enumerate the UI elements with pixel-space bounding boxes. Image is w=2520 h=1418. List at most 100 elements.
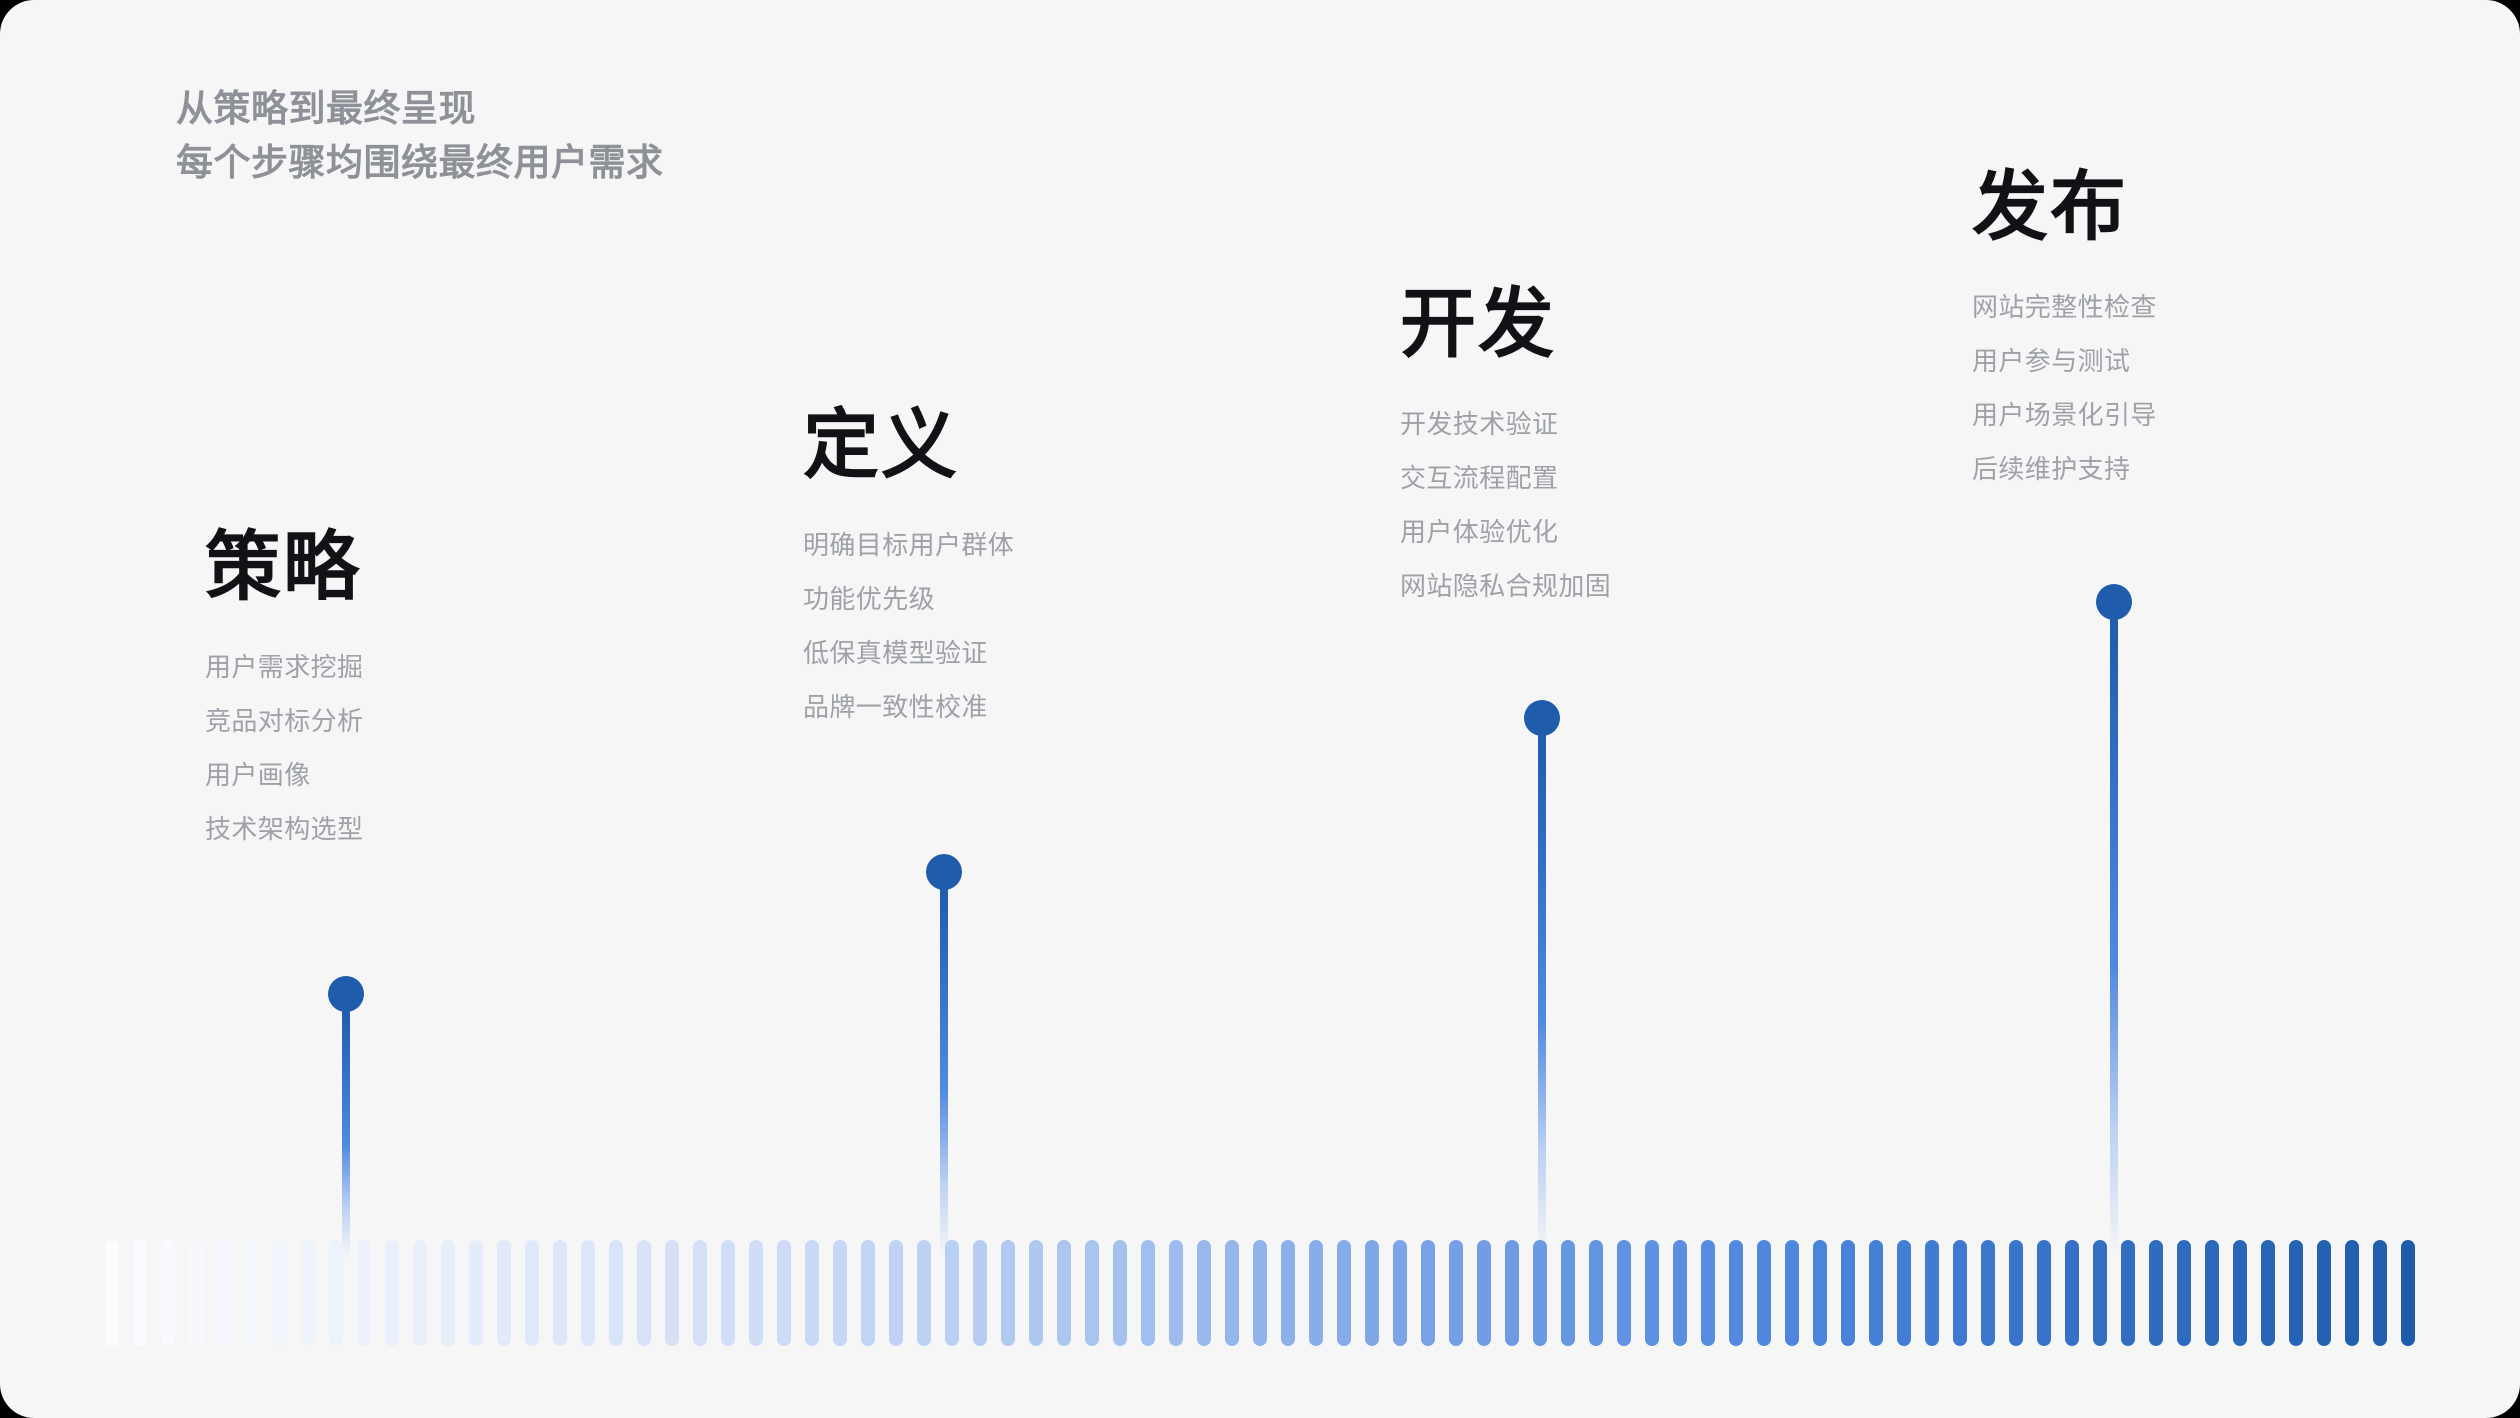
progress-bar-segment bbox=[1281, 1240, 1295, 1346]
progress-bar-segment bbox=[301, 1240, 315, 1346]
progress-bar-segment bbox=[1925, 1240, 1939, 1346]
stage-item: 交互流程配置 bbox=[1400, 463, 1559, 493]
progress-bar-segment bbox=[2149, 1240, 2163, 1346]
progress-bar-segment bbox=[945, 1240, 959, 1346]
progress-bar-segment bbox=[1841, 1240, 1855, 1346]
progress-bar-segment bbox=[2289, 1240, 2303, 1346]
progress-bar-segment bbox=[217, 1240, 231, 1346]
progress-bar-segment bbox=[2009, 1240, 2023, 1346]
progress-bar-segment bbox=[1057, 1240, 1071, 1346]
stage-item: 品牌一致性校准 bbox=[803, 692, 988, 722]
stage-item: 网站隐私合规加固 bbox=[1400, 571, 1612, 601]
stage-item: 技术架构选型 bbox=[205, 814, 364, 844]
progress-bar-segment bbox=[105, 1240, 119, 1346]
stage-item: 开发技术验证 bbox=[1400, 409, 1559, 439]
progress-bar-segment bbox=[805, 1240, 819, 1346]
progress-bar-segment bbox=[1337, 1240, 1351, 1346]
progress-bar-segment bbox=[1617, 1240, 1631, 1346]
progress-bar-segment bbox=[2401, 1240, 2415, 1346]
progress-bar-segment bbox=[1897, 1240, 1911, 1346]
progress-bar-segment bbox=[245, 1240, 259, 1346]
progress-bar-segment bbox=[861, 1240, 875, 1346]
progress-bar-segment bbox=[1421, 1240, 1435, 1346]
milestone-stem bbox=[940, 884, 948, 1258]
progress-bar-segment bbox=[1141, 1240, 1155, 1346]
progress-bar-segment bbox=[2093, 1240, 2107, 1346]
progress-bar-segment bbox=[1869, 1240, 1883, 1346]
stage-item: 用户场景化引导 bbox=[1972, 400, 2157, 430]
progress-bar-segment bbox=[609, 1240, 623, 1346]
progress-bar-segment bbox=[721, 1240, 735, 1346]
stage-item: 竞品对标分析 bbox=[205, 706, 364, 736]
stage-title: 定义 bbox=[803, 403, 959, 488]
stage-item-list: 开发技术验证 交互流程配置 用户体验优化 网站隐私合规加固 bbox=[1400, 397, 1611, 613]
page-header: 从策略到最终呈现 每个步骤均围绕最终用户需求 bbox=[176, 82, 664, 190]
stage-block-launch: 发布 网站完整性检查 用户参与测试 用户场景化引导 后续维护支持 bbox=[1972, 170, 2157, 496]
stage-item: 网站完整性检查 bbox=[1972, 292, 2157, 322]
progress-bar-segment bbox=[2177, 1240, 2191, 1346]
progress-bar-segment bbox=[2261, 1240, 2275, 1346]
stage-item: 低保真模型验证 bbox=[803, 638, 988, 668]
progress-bar-segment bbox=[1001, 1240, 1015, 1346]
progress-bar-segment bbox=[1225, 1240, 1239, 1346]
progress-bar-segment bbox=[553, 1240, 567, 1346]
progress-bar-segment bbox=[889, 1240, 903, 1346]
progress-bar-segment bbox=[1757, 1240, 1771, 1346]
progress-bar-segment bbox=[1561, 1240, 1575, 1346]
progress-bar-segment bbox=[497, 1240, 511, 1346]
progress-bar-segment bbox=[525, 1240, 539, 1346]
stage-item: 后续维护支持 bbox=[1972, 454, 2131, 484]
progress-bar-segment bbox=[1701, 1240, 1715, 1346]
progress-bar-segment bbox=[161, 1240, 175, 1346]
progress-bar-segment bbox=[1813, 1240, 1827, 1346]
stage-title: 开发 bbox=[1400, 282, 1556, 367]
milestone-stem bbox=[1538, 730, 1546, 1258]
progress-bar-segment bbox=[273, 1240, 287, 1346]
milestone-stem bbox=[342, 1006, 350, 1258]
progress-bar-segment bbox=[1029, 1240, 1043, 1346]
progress-bar-segment bbox=[1589, 1240, 1603, 1346]
header-line-1: 从策略到最终呈现 bbox=[176, 88, 476, 129]
progress-bar-segment bbox=[189, 1240, 203, 1346]
progress-bar-segment bbox=[973, 1240, 987, 1346]
progress-bar-segment bbox=[777, 1240, 791, 1346]
progress-bar-segment bbox=[2345, 1240, 2359, 1346]
progress-bar-segment bbox=[833, 1240, 847, 1346]
progress-bar-segment bbox=[693, 1240, 707, 1346]
stage-block-define: 定义 明确目标用户群体 功能优先级 低保真模型验证 品牌一致性校准 bbox=[803, 408, 1014, 734]
progress-bar-segment bbox=[469, 1240, 483, 1346]
progress-bar-segment bbox=[1953, 1240, 1967, 1346]
progress-bar-segment bbox=[2121, 1240, 2135, 1346]
progress-bar-segment bbox=[1393, 1240, 1407, 1346]
progress-bar-strip bbox=[105, 1240, 2420, 1346]
stage-item-list: 网站完整性检查 用户参与测试 用户场景化引导 后续维护支持 bbox=[1972, 280, 2157, 496]
progress-bar-segment bbox=[2065, 1240, 2079, 1346]
progress-bar-segment bbox=[2317, 1240, 2331, 1346]
progress-bar-segment bbox=[1645, 1240, 1659, 1346]
progress-bar-segment bbox=[1729, 1240, 1743, 1346]
progress-bar-segment bbox=[413, 1240, 427, 1346]
stage-title: 发布 bbox=[1972, 165, 2128, 250]
progress-bar-segment bbox=[133, 1240, 147, 1346]
progress-bar-segment bbox=[1309, 1240, 1323, 1346]
progress-bar-segment bbox=[385, 1240, 399, 1346]
progress-bar-segment bbox=[329, 1240, 343, 1346]
progress-bar-segment bbox=[1673, 1240, 1687, 1346]
stage-item: 用户体验优化 bbox=[1400, 517, 1559, 547]
progress-bar-segment bbox=[1365, 1240, 1379, 1346]
progress-bar-segment bbox=[1113, 1240, 1127, 1346]
stage-item: 明确目标用户群体 bbox=[803, 530, 1015, 560]
progress-bar-segment bbox=[1449, 1240, 1463, 1346]
progress-bar-segment bbox=[2373, 1240, 2387, 1346]
progress-bar-segment bbox=[1533, 1240, 1547, 1346]
progress-bar-segment bbox=[917, 1240, 931, 1346]
stage-item: 用户参与测试 bbox=[1972, 346, 2131, 376]
progress-bar-segment bbox=[1197, 1240, 1211, 1346]
stage-item-list: 明确目标用户群体 功能优先级 低保真模型验证 品牌一致性校准 bbox=[803, 518, 1014, 734]
progress-bar-segment bbox=[1785, 1240, 1799, 1346]
milestone-stem bbox=[2110, 614, 2118, 1258]
stage-title: 策略 bbox=[205, 525, 361, 610]
stage-item: 功能优先级 bbox=[803, 584, 936, 614]
progress-bar-segment bbox=[357, 1240, 371, 1346]
progress-bar-segment bbox=[665, 1240, 679, 1346]
